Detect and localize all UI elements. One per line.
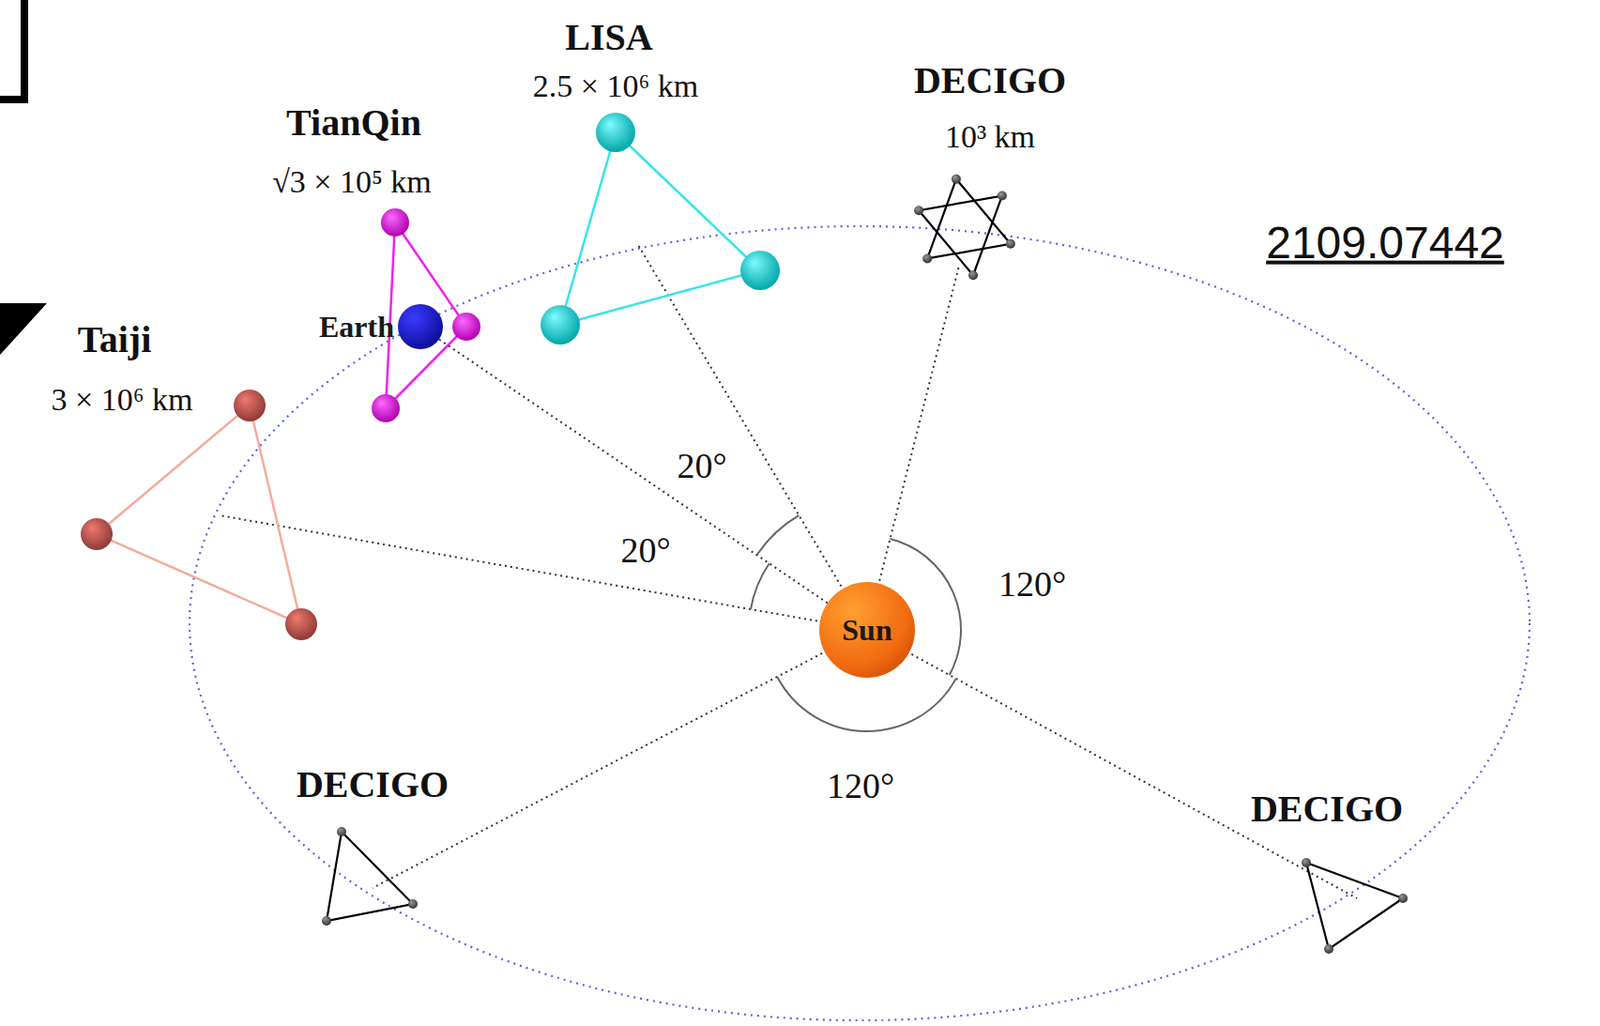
detector-name: LISA: [564, 16, 653, 59]
spacecraft: [1398, 893, 1408, 903]
spacecraft: [336, 826, 347, 837]
leader-line: [372, 629, 868, 888]
angle-value: 20°: [620, 531, 671, 571]
detector-name: DECIGO: [296, 763, 449, 806]
spacecraft: [595, 112, 636, 153]
spacecraft: [1301, 857, 1311, 868]
spacecraft: [452, 312, 481, 341]
spacecraft: [380, 208, 410, 237]
decigo-constellation: [321, 826, 418, 926]
spacecraft: [740, 250, 780, 290]
decigo-constellation: [1301, 857, 1408, 954]
angle-arc: [756, 515, 799, 555]
spacecraft: [540, 304, 580, 345]
detectors: [80, 112, 1408, 954]
spacecraft: [371, 394, 400, 423]
spacecraft: [408, 899, 418, 909]
angle-value: 120°: [826, 766, 895, 807]
angle-value: 120°: [998, 564, 1067, 605]
spacecraft: [922, 253, 932, 263]
spacecraft: [1324, 944, 1334, 954]
detector-name: DECIGO: [1250, 788, 1403, 830]
spacecraft: [80, 518, 113, 550]
spacecraft: [321, 915, 332, 926]
orbit-connector: [439, 338, 828, 603]
earth-label: Earth: [319, 309, 395, 345]
sun-label: Sun: [841, 612, 892, 648]
orbit-ellipse: [189, 226, 1530, 1021]
constellation-arm: [385, 222, 467, 409]
detector-name: TianQin: [286, 102, 422, 144]
spacecraft: [1005, 239, 1016, 249]
constellation-arm: [927, 179, 1011, 260]
arm-length: √3 × 10⁵ km: [272, 164, 432, 199]
leader-line: [867, 629, 1357, 899]
arm-length: 10³ km: [944, 119, 1036, 154]
lisa-constellation: [540, 112, 780, 345]
arm-length: 3 × 10⁶ km: [51, 381, 194, 417]
spacecraft: [997, 191, 1007, 201]
taiji-constellation: [80, 389, 318, 640]
angle-arc: [750, 563, 770, 610]
constellation-arm: [96, 405, 302, 625]
constellation-arm: [918, 196, 1003, 276]
connectors: [439, 338, 828, 603]
constellation-arm: [326, 831, 413, 921]
arm-length: 2.5 × 10⁶ km: [533, 68, 699, 104]
angle-arcs: [750, 515, 961, 732]
sun-disc: Sun: [819, 581, 915, 678]
leader-lines: [219, 244, 1357, 899]
triangle-mark: [0, 303, 47, 355]
bracket-mark: [0, 0, 25, 100]
leader-line: [219, 515, 868, 630]
leader-line: [638, 244, 868, 630]
constellation-arm: [560, 132, 761, 325]
angle-value: 20°: [676, 446, 727, 487]
spacecraft: [968, 270, 978, 280]
earth-disc: Earth: [397, 304, 443, 350]
decigo-star: [922, 174, 1016, 264]
constellation-arm: [1306, 862, 1403, 949]
detector-name: Taiji: [77, 319, 153, 361]
spacecraft: [285, 608, 318, 640]
leader-line: [867, 265, 960, 630]
spacecraft: [233, 389, 266, 422]
arxiv-reference: 2109.07442: [1265, 218, 1505, 269]
spacecraft: [914, 205, 924, 215]
angle-arc: [777, 676, 956, 732]
spacecraft: [951, 174, 961, 184]
detector-name: DECIGO: [914, 60, 1067, 102]
decigo-star: [914, 191, 1007, 281]
